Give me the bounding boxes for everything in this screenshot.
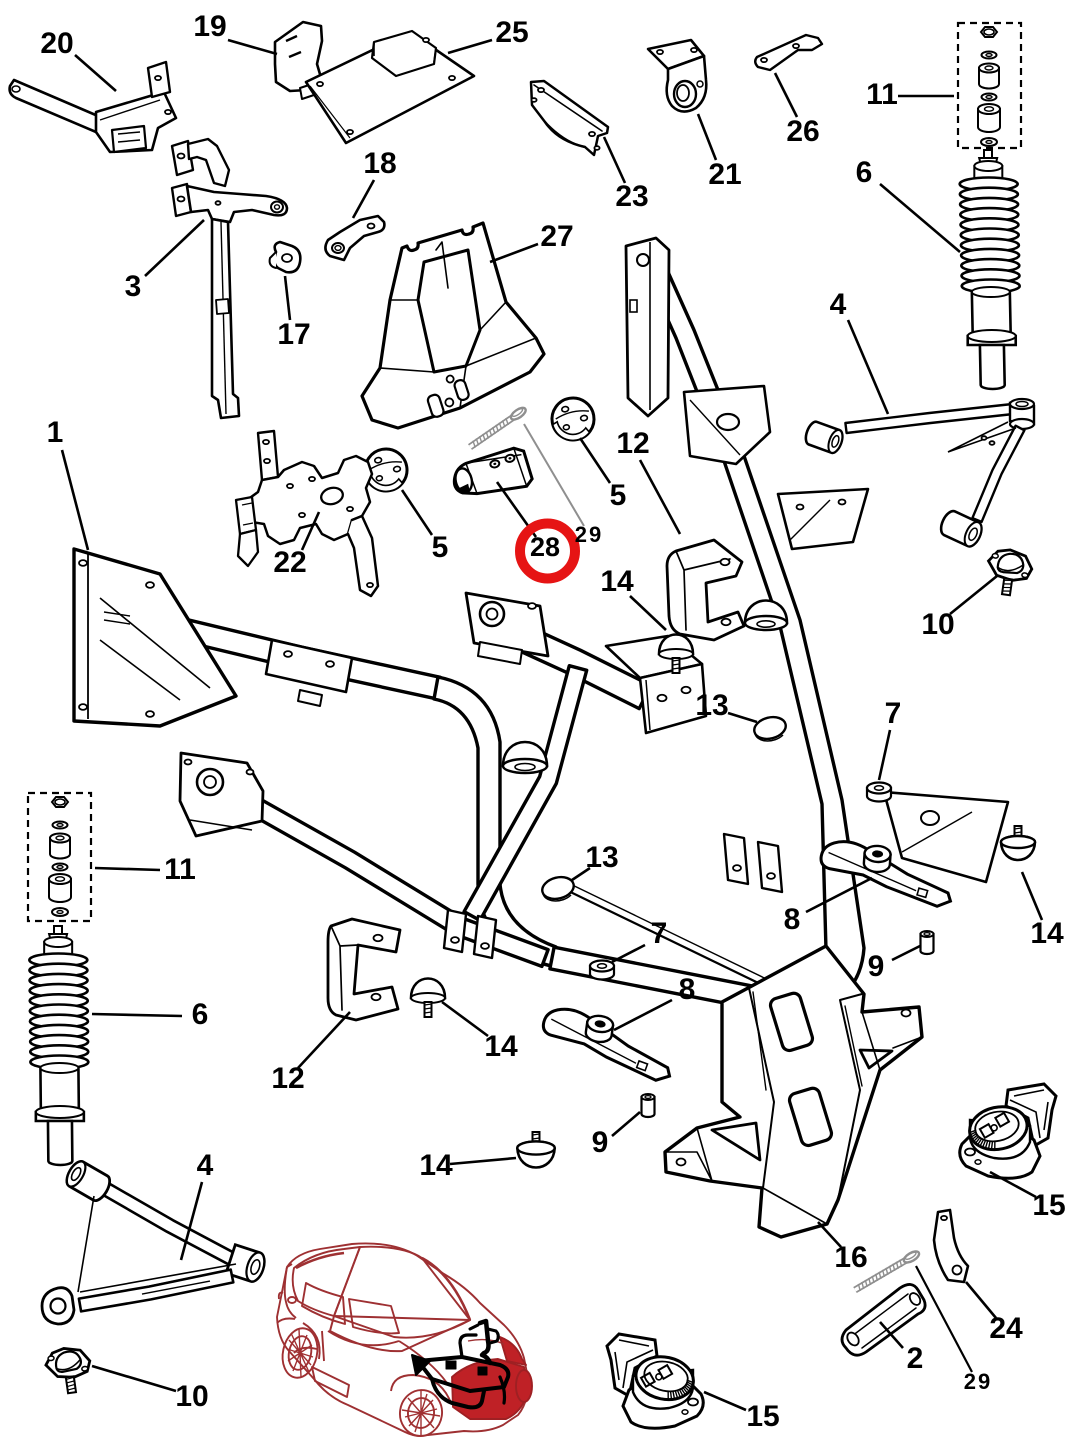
svg-text:27: 27 xyxy=(540,220,573,253)
svg-text:6: 6 xyxy=(192,998,209,1031)
svg-text:25: 25 xyxy=(495,16,528,49)
svg-text:8: 8 xyxy=(679,973,696,1006)
svg-text:22: 22 xyxy=(273,546,306,579)
svg-text:12: 12 xyxy=(271,1062,304,1095)
svg-text:10: 10 xyxy=(175,1380,208,1413)
svg-text:14: 14 xyxy=(600,565,634,598)
svg-text:29: 29 xyxy=(964,1369,992,1394)
svg-text:20: 20 xyxy=(40,27,73,60)
svg-text:14: 14 xyxy=(484,1030,518,1063)
svg-text:24: 24 xyxy=(989,1312,1023,1345)
svg-text:6: 6 xyxy=(856,156,873,189)
svg-text:14: 14 xyxy=(1030,917,1064,950)
svg-text:16: 16 xyxy=(834,1241,867,1274)
svg-text:3: 3 xyxy=(125,270,142,303)
svg-text:11: 11 xyxy=(164,853,196,886)
svg-text:10: 10 xyxy=(921,608,954,641)
svg-text:18: 18 xyxy=(363,147,396,180)
svg-text:13: 13 xyxy=(695,689,728,722)
svg-text:15: 15 xyxy=(1032,1189,1065,1222)
svg-text:4: 4 xyxy=(830,288,847,321)
svg-text:1: 1 xyxy=(47,416,64,449)
svg-text:5: 5 xyxy=(610,479,627,512)
svg-text:28: 28 xyxy=(530,532,560,562)
svg-text:4: 4 xyxy=(197,1149,214,1182)
svg-text:11: 11 xyxy=(866,78,898,111)
svg-text:26: 26 xyxy=(786,115,819,148)
svg-text:7: 7 xyxy=(885,697,902,730)
svg-text:15: 15 xyxy=(746,1400,779,1433)
svg-text:21: 21 xyxy=(708,158,741,191)
svg-text:29: 29 xyxy=(575,522,603,547)
svg-text:17: 17 xyxy=(277,318,310,351)
svg-text:19: 19 xyxy=(193,10,226,43)
svg-text:7: 7 xyxy=(651,917,668,950)
svg-text:14: 14 xyxy=(419,1149,453,1182)
svg-text:23: 23 xyxy=(615,180,648,213)
svg-text:12: 12 xyxy=(616,427,649,460)
svg-text:8: 8 xyxy=(784,903,801,936)
svg-text:2: 2 xyxy=(907,1342,924,1375)
svg-text:5: 5 xyxy=(432,531,449,564)
svg-text:9: 9 xyxy=(868,950,885,983)
svg-text:13: 13 xyxy=(585,841,618,874)
svg-text:9: 9 xyxy=(592,1126,609,1159)
